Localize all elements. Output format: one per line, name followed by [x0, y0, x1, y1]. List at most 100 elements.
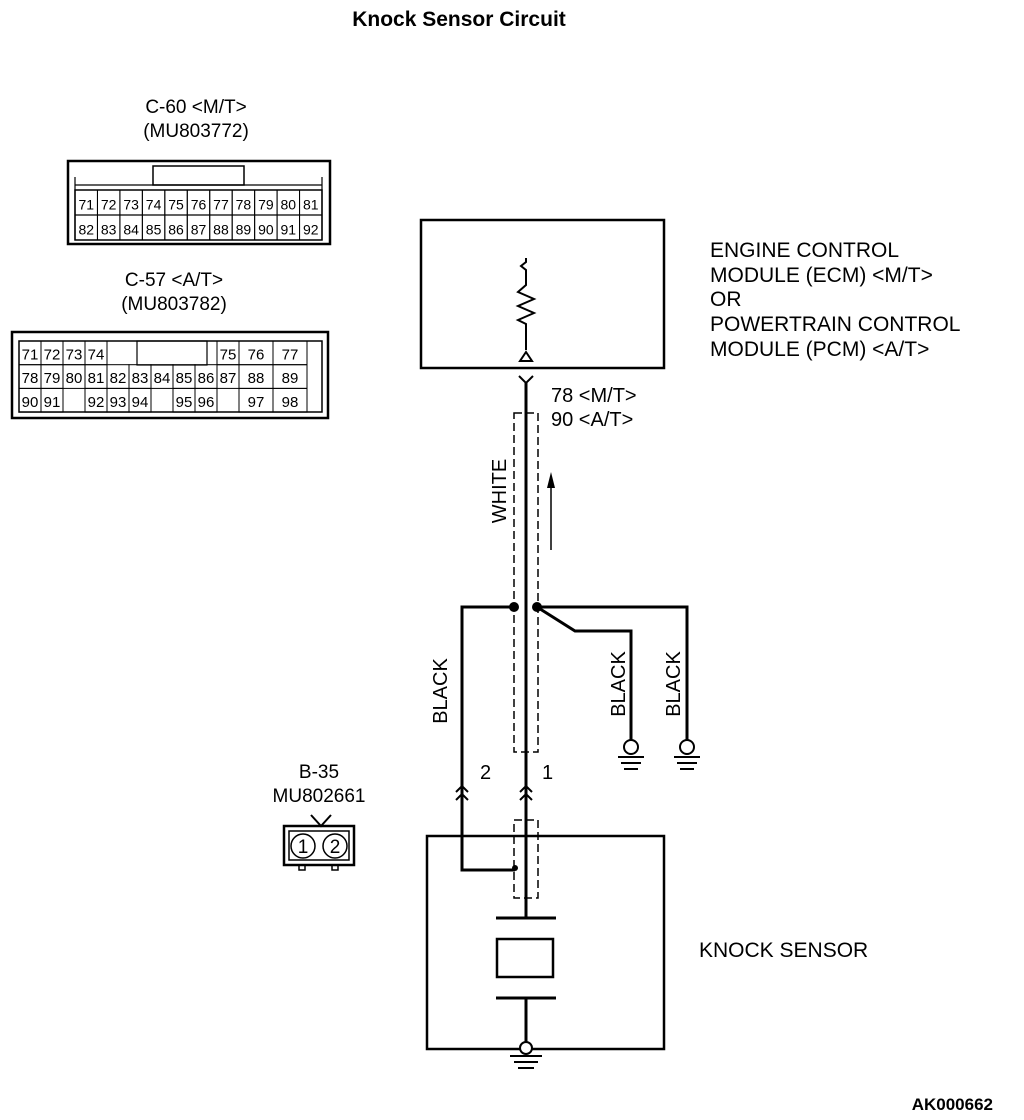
connector-c57-pin-label: 93 [110, 394, 127, 411]
connector-c60-pin-label: 80 [281, 197, 297, 213]
connector-c60-pin-label: 91 [281, 222, 297, 238]
connector-c60-pin-label: 74 [146, 197, 162, 213]
connector-b35-name: B-35 [299, 762, 339, 783]
connector-c57-pin-label: 78 [22, 370, 39, 387]
splice-point-sensor-icon [512, 865, 518, 871]
sensor-pin-2-label: 2 [480, 762, 491, 784]
connector-c57-pin-label: 72 [44, 346, 61, 363]
terminal-triangle-icon [518, 350, 534, 362]
connector-b35: B-35 MU802661 1 2 [273, 762, 366, 871]
connector-c57-pin-label: 88 [248, 370, 265, 387]
svg-text:POWERTRAIN CONTROL: POWERTRAIN CONTROL [710, 313, 960, 336]
signal-direction-arrow-icon [547, 472, 555, 488]
sensor-pin-1-label: 1 [542, 762, 553, 784]
wire-color-black-ground-2: BLACK [663, 651, 685, 717]
resistor-symbol [515, 258, 537, 350]
ecm-connector-chevron-icon [518, 375, 534, 385]
connector-c57-pin-label: 90 [22, 394, 39, 411]
svg-text:MODULE (PCM) <A/T>: MODULE (PCM) <A/T> [710, 338, 929, 361]
shield-dashed-lower [513, 819, 539, 899]
connector-c57-pin-label: 94 [132, 394, 149, 411]
connector-c57-pin-label: 87 [220, 370, 237, 387]
connector-b35-body [282, 814, 356, 871]
connector-c60-pin-label: 77 [213, 197, 229, 213]
connector-c60-pin-label: 87 [191, 222, 207, 238]
connector-c60-pin-label: 76 [191, 197, 207, 213]
connector-c57-pin-label: 91 [44, 394, 61, 411]
knock-sensor-label: KNOCK SENSOR [699, 939, 868, 962]
knock-sensor: KNOCK SENSOR [425, 834, 868, 1069]
sensor-connector-chevron-pin1-icon [519, 784, 533, 801]
svg-text:OR: OR [710, 288, 742, 311]
connector-c60-pin-label: 92 [303, 222, 319, 238]
svg-text:MODULE (ECM) <M/T>: MODULE (ECM) <M/T> [710, 264, 933, 287]
wire-color-black-ground-1: BLACK [608, 651, 630, 717]
splice-point-left-icon [509, 602, 519, 612]
connector-c60-pin-label: 75 [168, 197, 184, 213]
connector-c57-pin-label: 92 [88, 394, 105, 411]
shield-dashed-upper [513, 412, 539, 753]
svg-text:ENGINE CONTROL: ENGINE CONTROL [710, 239, 899, 262]
ecm-terminal-mt: 78 <M/T> [551, 385, 637, 407]
connector-c60-pin-label: 79 [258, 197, 274, 213]
connector-c57-pin-label: 71 [22, 346, 39, 363]
shield-wire-left [460, 605, 515, 872]
connector-c60-pin-label: 81 [303, 197, 319, 213]
piezo-element-icon [495, 916, 556, 1042]
connector-c57: C-57 <A/T> (MU803782) 71 72 73 74 75 76 77 78 79… [10, 270, 330, 420]
ecm-pcm-module: ENGINE CONTROL MODULE (ECM) <M/T> OR POW… [419, 218, 960, 431]
figure-id: AK000662 [912, 1095, 993, 1114]
connector-c60-pin-label: 72 [101, 197, 117, 213]
connector-c57-pin-label: 86 [198, 370, 215, 387]
sensor-ground-icon [510, 1041, 542, 1069]
connector-c57-pin-label: 84 [154, 370, 171, 387]
connector-c57-pin-cell [40, 387, 64, 413]
connector-c57-pin-label: 75 [220, 346, 237, 363]
connector-c60-pin-label: 83 [101, 222, 117, 238]
connector-c57-pin-label: 85 [176, 370, 193, 387]
connector-b35-pin-1: 1 [298, 837, 309, 858]
connector-c57-pin-label: 76 [248, 346, 265, 363]
connector-c60-pin-label: 88 [213, 222, 229, 238]
wire-color-white: WHITE [489, 459, 511, 523]
connector-c57-pin-label: 96 [198, 394, 215, 411]
connector-c60-pin-label: 86 [168, 222, 184, 238]
connector-c57-pin-label: 79 [44, 370, 61, 387]
connector-c57-pin-label: 97 [248, 394, 265, 411]
connector-c57-pin-label: 80 [66, 370, 83, 387]
ecm-terminal-at: 90 <A/T> [551, 409, 633, 431]
connector-c57-name: C-57 <A/T> [125, 270, 223, 291]
connector-c60-pin-label: 71 [78, 197, 94, 213]
connector-c57-pin-cell [272, 387, 308, 413]
connector-c60-pin-label: 85 [146, 222, 162, 238]
ground-wire-1 [536, 605, 633, 740]
connector-c57-pin-label: 98 [282, 394, 299, 411]
connector-c60-pin-label: 90 [258, 222, 274, 238]
connector-c57-part-number: (MU803782) [121, 294, 227, 315]
ecm-label: ENGINE CONTROL MODULE (ECM) <M/T> OR POW… [710, 239, 960, 361]
connector-c57-pin-label: 73 [66, 346, 83, 363]
connector-c60-name: C-60 <M/T> [145, 97, 246, 118]
connector-c60-pin-label: 89 [236, 222, 252, 238]
connector-c57-pin-label: 82 [110, 370, 127, 387]
ground-2-icon [674, 739, 700, 770]
connector-c60-pin-label: 82 [78, 222, 94, 238]
connector-c57-pin-label: 95 [176, 394, 193, 411]
ground-1-icon [618, 739, 644, 770]
connector-c60-pin-cell [299, 214, 323, 241]
connector-b35-part-number: MU802661 [273, 786, 366, 807]
sensor-connector-chevron-pin2-icon [455, 784, 469, 801]
connector-c57-pin-label: 89 [282, 370, 299, 387]
connector-c57-pin-cell [194, 387, 218, 413]
knock-sensor-box [425, 834, 666, 1051]
connector-c60-pin-label: 84 [123, 222, 139, 238]
ecm-box [419, 218, 666, 370]
wiring: WHITE BLACK BLACK BLACK 2 1 [430, 383, 700, 918]
connector-c57-pin-label: 77 [282, 346, 299, 363]
connector-c60-pin-label: 73 [123, 197, 139, 213]
diagram-title: Knock Sensor Circuit [352, 8, 566, 31]
connector-c57-pin-label: 74 [88, 346, 105, 363]
